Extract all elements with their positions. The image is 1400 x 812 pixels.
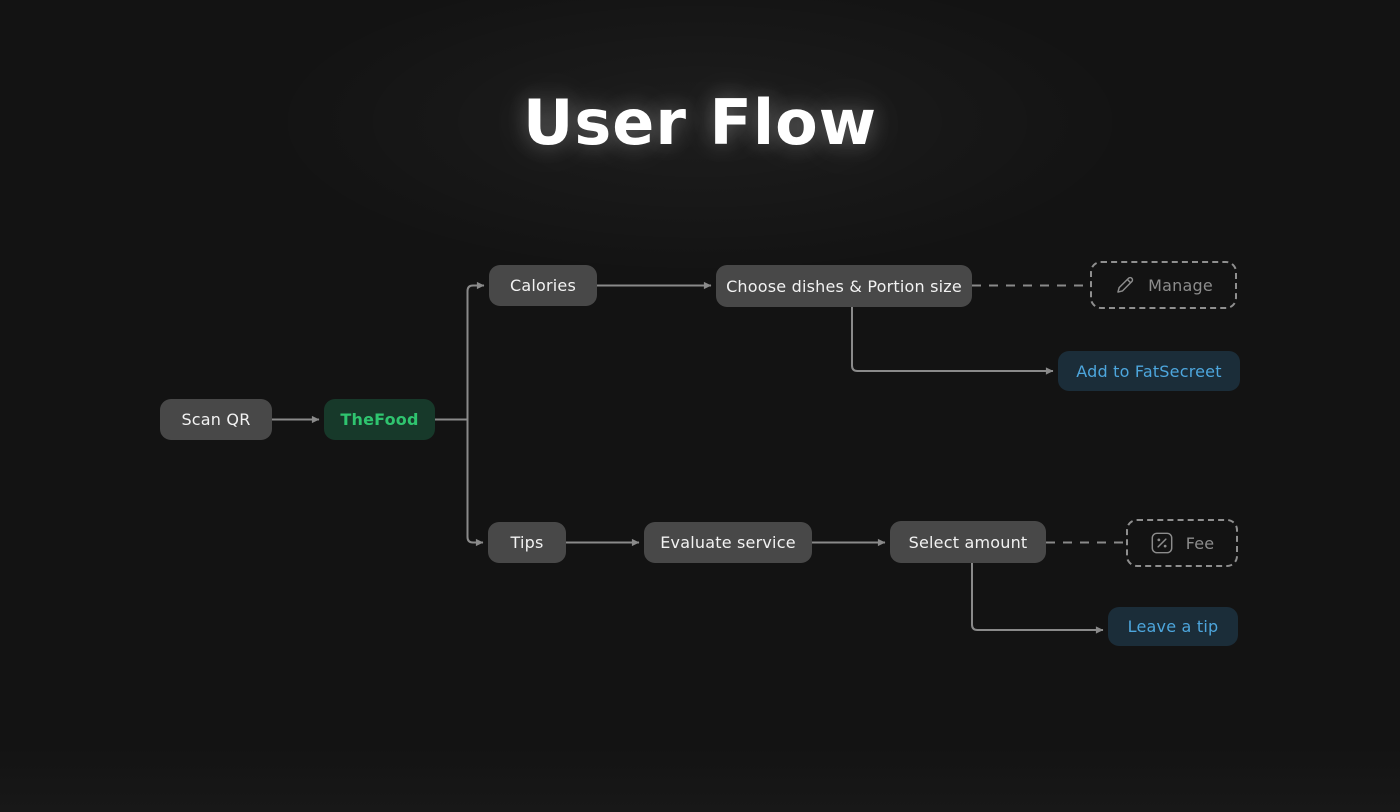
flow-node-manage: Manage <box>1090 261 1237 309</box>
flow-node-calories: Calories <box>489 265 597 306</box>
flow-node-thefood-label: TheFood <box>340 410 419 429</box>
flow-node-thefood: TheFood <box>324 399 435 440</box>
flow-node-leave-a-tip-label: Leave a tip <box>1127 617 1219 636</box>
flow-node-evaluate-service: Evaluate service <box>644 522 812 563</box>
flow-node-evaluate-service-label: Evaluate service <box>660 533 796 552</box>
flow-node-fee-label: Fee <box>1185 533 1215 553</box>
flow-node-tips: Tips <box>488 522 566 563</box>
connector-branch-calories <box>466 281 485 420</box>
flow-node-calories-label: Calories <box>509 276 576 295</box>
connector-choose-fatsecreet <box>851 307 1054 375</box>
flow-node-select-amount: Select amount <box>890 521 1046 563</box>
flow-node-manage-label: Manage <box>1148 275 1213 295</box>
flow-node-add-to-fatsecreet: Add to FatSecreet <box>1058 351 1240 391</box>
flow-node-scan-qr: Scan QR <box>160 399 272 440</box>
flow-node-leave-a-tip: Leave a tip <box>1108 607 1238 646</box>
flow-node-choose-dishes: Choose dishes & Portion size <box>716 265 972 307</box>
pencil-icon <box>1114 274 1136 296</box>
page-title: User Flow <box>523 86 877 159</box>
flow-node-add-to-fatsecreet-label: Add to FatSecreet <box>1076 361 1222 381</box>
flow-node-choose-dishes-label: Choose dishes & Portion size <box>726 276 962 296</box>
connector-select-leavetip <box>971 563 1104 634</box>
percent-icon <box>1150 531 1174 555</box>
flow-node-tips-label: Tips <box>510 533 544 552</box>
flow-node-select-amount-label: Select amount <box>908 532 1028 552</box>
flow-node-scan-qr-label: Scan QR <box>181 410 251 429</box>
connector-branch-tips <box>466 419 484 547</box>
flow-node-fee: Fee <box>1126 519 1238 567</box>
